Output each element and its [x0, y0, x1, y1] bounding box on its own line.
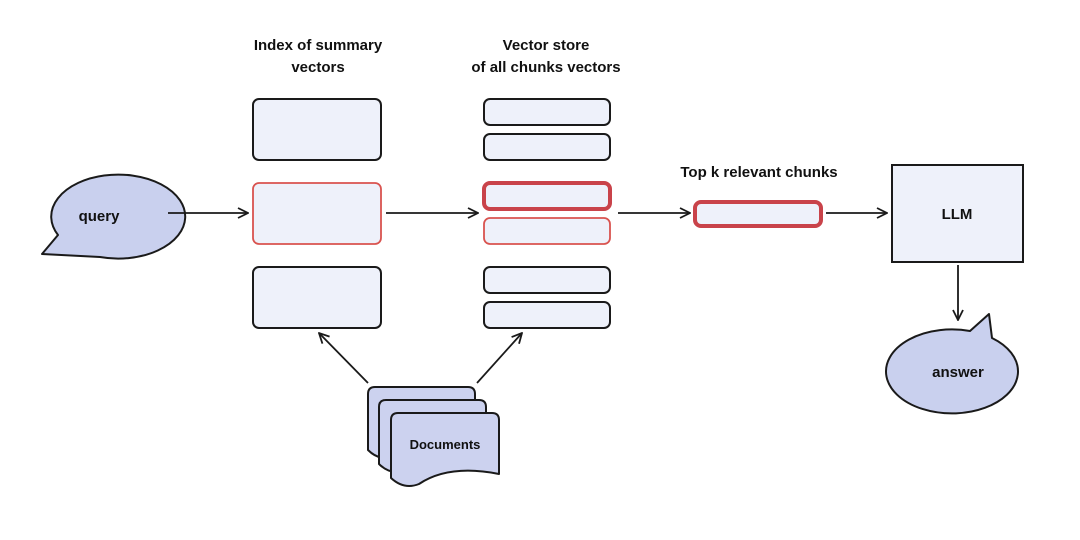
chunk-vector-box-highlighted [483, 217, 611, 245]
arrow-docs-to-store [476, 333, 522, 384]
documents-stack: Documents [367, 386, 500, 487]
answer-label: answer [932, 364, 984, 381]
answer-bubble-shape [885, 313, 1019, 415]
chunk-vector-box [483, 133, 611, 161]
llm-label: LLM [942, 206, 973, 223]
top-k-chunk-box [693, 200, 823, 228]
documents-label: Documents [410, 437, 481, 452]
vector-store [482, 98, 612, 329]
summary-vector-box [252, 266, 382, 329]
chunk-vector-box-selected [482, 181, 612, 211]
query-bubble-shape [41, 173, 187, 260]
vector-store-title-line1: Vector store [503, 37, 590, 54]
summary-index-title-line2: vectors [291, 59, 344, 76]
summary-index [252, 98, 382, 329]
chunk-vector-box [483, 266, 611, 294]
query-label: query [79, 208, 121, 225]
query-bubble: query [41, 173, 187, 260]
answer-bubble: answer [885, 313, 1019, 415]
arrow-docs-to-summary [319, 333, 369, 384]
document-sheet-front [390, 412, 500, 487]
summary-index-title-line1: Index of summary [254, 37, 383, 54]
chunk-vector-box [483, 301, 611, 329]
vector-store-title-line2: of all chunks vectors [471, 59, 620, 76]
summary-vector-box-highlighted [252, 182, 382, 245]
llm-node: LLM [891, 164, 1024, 263]
top-k-title: Top k relevant chunks [680, 164, 837, 181]
llm-box [891, 164, 1024, 263]
chunk-vector-box [483, 98, 611, 126]
summary-vector-box [252, 98, 382, 161]
